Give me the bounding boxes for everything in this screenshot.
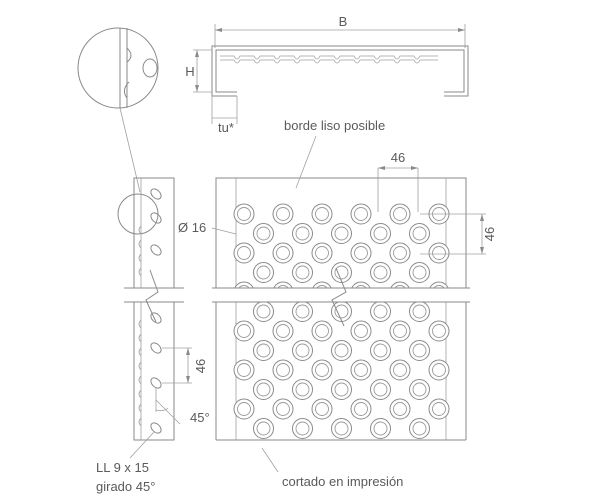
perforation-hole-inner [256, 421, 271, 436]
slot-pitch-label: 46 [193, 359, 208, 373]
perforation-hole-inner [334, 226, 349, 241]
slot-angle-label: 45° [190, 410, 210, 425]
plan-annotations: borde liso posible 46 46 Ø 16 cortado en… [178, 118, 497, 489]
perforation-hole-inner [432, 246, 446, 260]
perforation-hole-inner [354, 324, 368, 338]
perforation-hole-inner [373, 304, 388, 319]
smooth-edge-label: borde liso posible [284, 118, 385, 133]
width-label: B [339, 14, 348, 29]
perforation-hole-inner [412, 304, 427, 319]
perforation-hole-inner [354, 246, 368, 260]
perforation-hole-inner [373, 421, 388, 436]
perforation-hole-inner [256, 265, 271, 280]
perforation-hole-inner [237, 363, 251, 377]
side-elevation: 46 45° LL 9 x 15 girado 45° [96, 177, 210, 494]
perforation-hole-inner [237, 324, 251, 338]
perforation-hole-inner [295, 421, 310, 436]
perforation-hole-inner [373, 343, 388, 358]
perforation-hole-inner [432, 402, 446, 416]
perforation-hole-inner [315, 207, 329, 221]
perforation-hole-inner [373, 382, 388, 397]
side-slots [150, 188, 162, 434]
perforation-hole-inner [315, 324, 329, 338]
perforation-hole-inner [334, 343, 349, 358]
plan-view [212, 177, 470, 460]
top-profile: B H tu* [185, 14, 469, 135]
perforation-hole-inner [334, 304, 349, 319]
perforation-hole-inner [256, 226, 271, 241]
perforation-hole-inner [334, 421, 349, 436]
perforation-hole-inner [412, 226, 427, 241]
perforation-hole-inner [315, 246, 329, 260]
perforation-hole-inner [256, 304, 271, 319]
perforation-hole-inner [393, 246, 407, 260]
perforation-hole-inner [256, 382, 271, 397]
perforation-hole-inner [354, 402, 368, 416]
perforation-hole-inner [393, 324, 407, 338]
perforation-hole-inner [295, 343, 310, 358]
thickness-label: tu* [218, 120, 234, 135]
perforation-hole-inner [373, 265, 388, 280]
cut-note-label: cortado en impresión [282, 474, 403, 489]
perforation-hole-inner [412, 265, 427, 280]
perforation-hole-inner [237, 246, 251, 260]
perforation-hole-inner [276, 363, 290, 377]
height-label: H [185, 64, 194, 79]
perforation-hole-inner [412, 421, 427, 436]
perforation-hole-inner [295, 304, 310, 319]
hole-diameter-label: Ø 16 [178, 220, 206, 235]
perforation-hole-inner [256, 343, 271, 358]
perforation-hole-inner [276, 246, 290, 260]
perforation-hole-inner [276, 324, 290, 338]
perforation-hole-inner [373, 226, 388, 241]
perforation-hole-inner [354, 363, 368, 377]
perforation-hole-inner [393, 402, 407, 416]
perforation-hole-inner [432, 324, 446, 338]
perforation-hole-inner [432, 363, 446, 377]
perforation-hole-inner [412, 343, 427, 358]
perforation-hole-inner [315, 363, 329, 377]
perforation-hole-inner [334, 265, 349, 280]
perforation-hole-inner [295, 226, 310, 241]
perforation-hole-inner [315, 402, 329, 416]
perforation-hole-inner [237, 207, 251, 221]
perforation-hole-inner [393, 363, 407, 377]
perforation-hole-inner [237, 402, 251, 416]
slot-spec-line2: girado 45° [96, 479, 155, 494]
perforation-hole-inner [354, 207, 368, 221]
perforation-hole-inner [276, 207, 290, 221]
hole-pitch-y-label: 46 [482, 227, 497, 241]
detail-magnifier [77, 27, 159, 193]
hole-pitch-x-label: 46 [391, 150, 405, 165]
perforation-hole-inner [295, 265, 310, 280]
perforation-hole-inner [412, 382, 427, 397]
slot-spec-line1: LL 9 x 15 [96, 460, 149, 475]
perforation-hole-inner [276, 402, 290, 416]
perforation-hole-inner [334, 382, 349, 397]
detail-leader-line [119, 107, 141, 193]
perforation-hole-inner [393, 207, 407, 221]
hole-grid [233, 203, 450, 439]
perforation-hole-inner [295, 382, 310, 397]
